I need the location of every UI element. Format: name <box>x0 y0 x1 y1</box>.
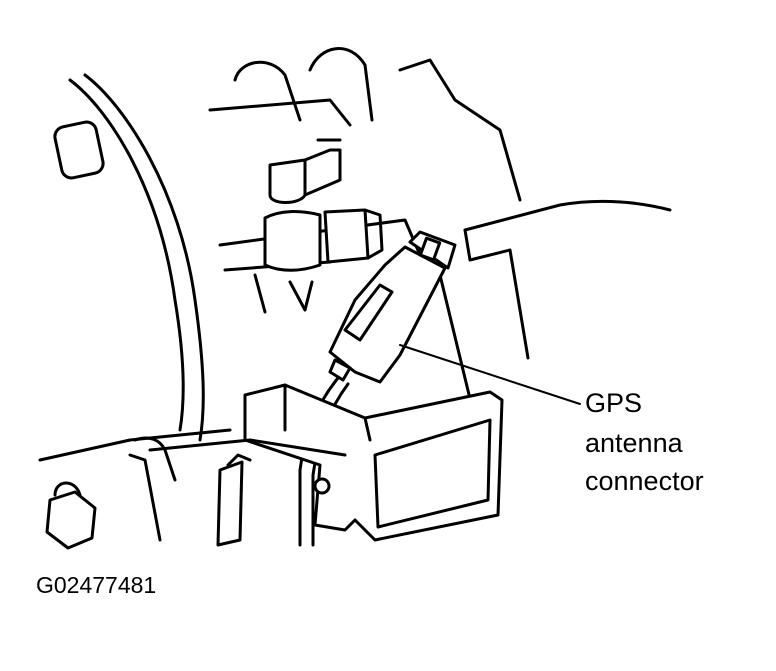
callout-label-line-3: connector <box>585 466 704 496</box>
callout-leader-line <box>399 344 581 405</box>
lower-bracket <box>243 383 504 542</box>
socket <box>253 210 322 314</box>
mount-knob <box>268 138 342 204</box>
lower-mount <box>128 438 347 547</box>
figure-code: G02477481 <box>36 572 157 598</box>
square-block <box>323 208 384 264</box>
gps-connector <box>328 230 457 384</box>
pillar-trim-panel <box>38 73 232 482</box>
callout-label-line-1: GPS <box>585 388 643 418</box>
hex-bolt <box>45 481 97 550</box>
callout-label-line-2: antenna <box>585 428 683 458</box>
clip-hole <box>53 120 105 180</box>
